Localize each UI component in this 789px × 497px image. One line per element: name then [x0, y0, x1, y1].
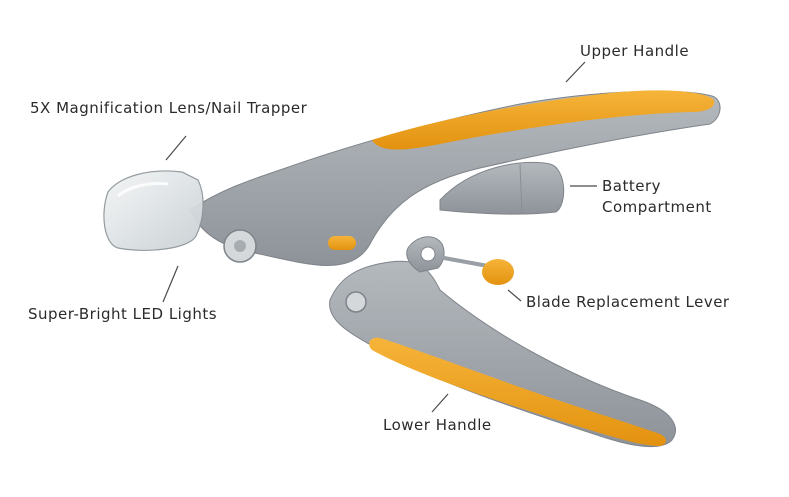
- label-battery-line2: Compartment: [602, 197, 712, 218]
- label-lower-handle: Lower Handle: [383, 415, 492, 436]
- blade-lever-rod: [444, 258, 488, 266]
- leader-upper-handle: [566, 62, 585, 82]
- blade-lever-hole: [421, 247, 435, 261]
- lower-pivot: [346, 292, 366, 312]
- label-battery-compartment: Battery Compartment: [602, 176, 712, 218]
- light-button: [328, 236, 356, 250]
- leader-lens: [166, 136, 186, 160]
- label-magnification-lens: 5X Magnification Lens/Nail Trapper: [30, 98, 307, 119]
- label-blade-replacement-lever: Blade Replacement Lever: [526, 292, 730, 313]
- blade-lever-tip: [482, 259, 514, 285]
- pivot-screw-center: [234, 240, 246, 252]
- label-led-lights: Super-Bright LED Lights: [28, 304, 217, 325]
- leader-lower-handle: [432, 394, 448, 412]
- label-upper-handle: Upper Handle: [580, 41, 689, 62]
- label-battery-line1: Battery: [602, 176, 712, 197]
- leader-led: [163, 266, 178, 302]
- leader-blade-lever: [508, 290, 521, 301]
